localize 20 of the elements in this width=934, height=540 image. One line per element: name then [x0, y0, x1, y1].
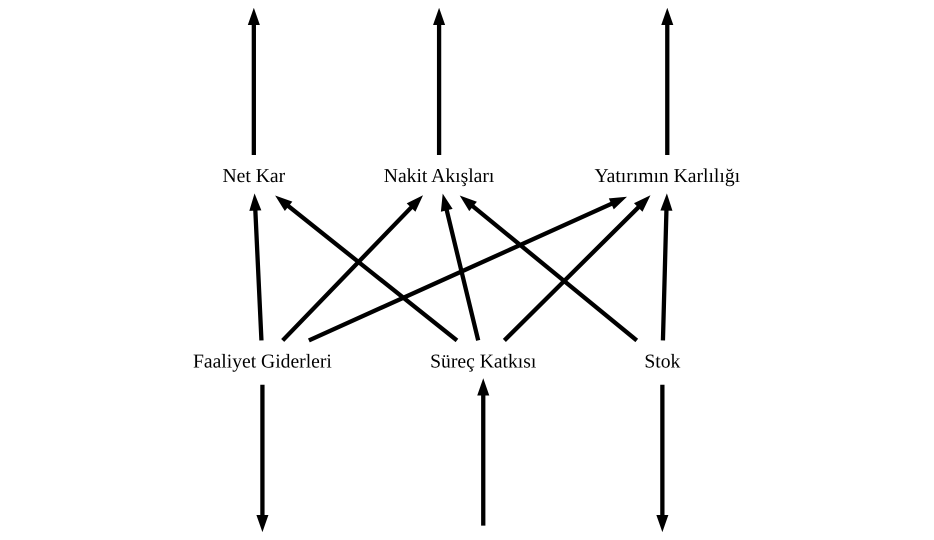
arrow — [248, 8, 260, 155]
node-text: Stok — [644, 351, 680, 372]
arrow — [440, 194, 480, 341]
arrow — [256, 384, 268, 532]
arrow — [502, 195, 650, 342]
arrow — [656, 384, 668, 532]
arrow — [281, 195, 424, 342]
node-text: Yatırımın Karlılığı — [594, 166, 740, 188]
node-text: Nakit Akışları — [384, 166, 494, 188]
arrow — [433, 8, 446, 155]
arrow — [660, 193, 672, 340]
node-text: Net Kar — [222, 166, 286, 188]
arrow — [460, 195, 638, 342]
arrow — [477, 378, 490, 526]
node-text: Faaliyet Giderleri — [192, 351, 332, 372]
arrow — [249, 193, 264, 341]
arrow — [661, 8, 674, 155]
node-text: Süreç Katkısı — [430, 351, 536, 372]
arrow — [275, 196, 458, 342]
arrow — [308, 196, 627, 342]
